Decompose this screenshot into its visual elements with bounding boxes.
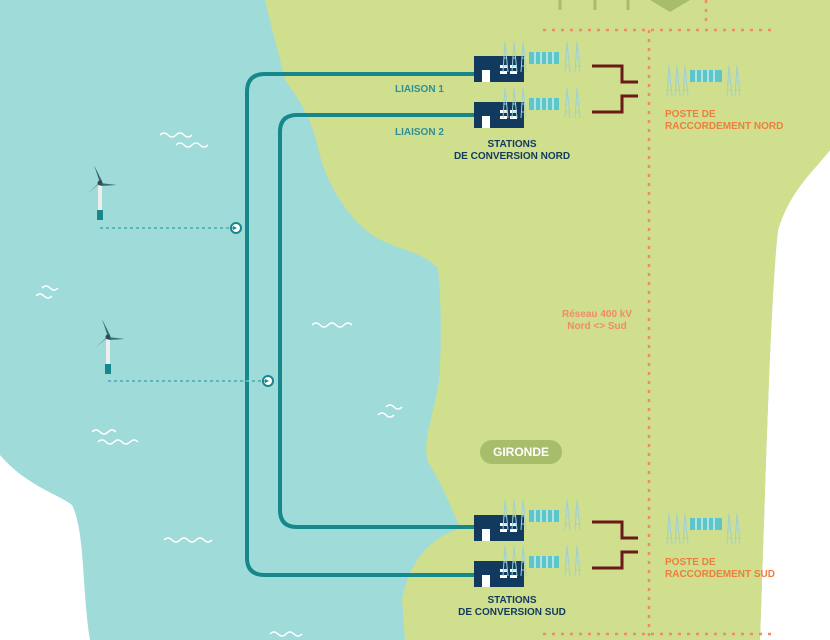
label-liaison-1: LIAISON 1 [395, 84, 444, 95]
label-stations-sud-line2: DE CONVERSION SUD [458, 607, 566, 618]
wind-turbine-icon [95, 319, 125, 374]
land-white-east [760, 0, 830, 640]
label-reseau-line1: Réseau 400 kV [561, 309, 633, 320]
land-white-southwest [0, 455, 90, 640]
label-poste-sud-line2: RACCORDEMENT SUD [665, 569, 775, 580]
converter-modules [529, 52, 559, 568]
label-reseau-line2: Nord <> Sud [567, 321, 627, 332]
label-poste-nord-line1: POSTE DE [665, 109, 716, 120]
substation-icon [666, 513, 741, 545]
label-poste-sud-line1: POSTE DE [665, 557, 716, 568]
arrow-right-icon [262, 375, 274, 387]
land-mainland [265, 0, 830, 640]
cable-liaison-1 [245, 72, 480, 577]
region-badge-gironde: GIRONDE [480, 440, 562, 464]
substation-icon [666, 65, 741, 97]
label-stations-sud-line1: STATIONS [487, 595, 537, 606]
tower-icons-top [558, 0, 630, 10]
grid-400kv-lines [543, 0, 776, 640]
label-stations-nord-line2: DE CONVERSION NORD [453, 151, 571, 162]
converter-module-lines [534, 52, 554, 568]
conversion-station-icon [474, 561, 524, 587]
label-liaison-2: LIAISON 2 [395, 127, 444, 138]
arrow-right-icon [230, 222, 242, 234]
wave-icon [35, 132, 403, 637]
arrow-down-icon [650, 0, 690, 12]
cable-liaison-2 [278, 113, 480, 529]
wind-turbine-icon [87, 165, 117, 220]
label-poste-nord-line2: RACCORDEMENT NORD [665, 121, 784, 132]
connector-lines [592, 64, 638, 570]
label-stations-nord-line1: STATIONS [487, 139, 537, 150]
